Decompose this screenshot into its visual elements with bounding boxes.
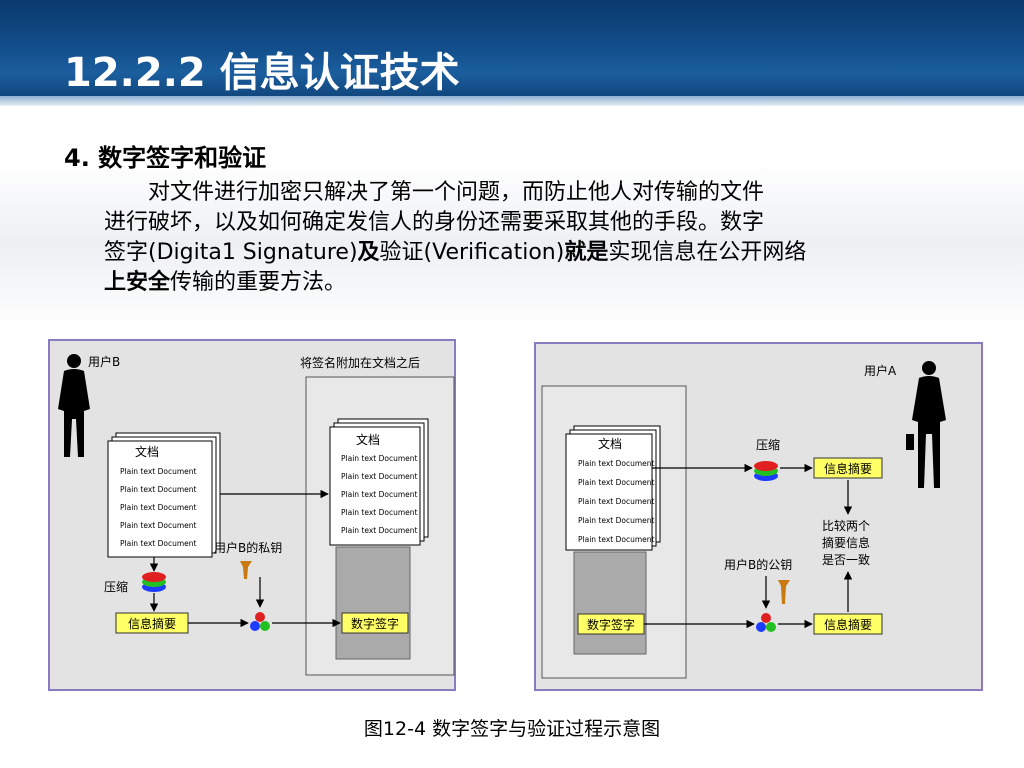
private-key-label: 用户B的私钥	[214, 540, 282, 555]
user-a-label: 用户A	[864, 363, 897, 378]
signing-diagram: 用户B 将签名附加在文档之后 文档 Plain text Document Pl…	[48, 339, 456, 691]
title-bar-shine	[0, 96, 1024, 106]
doc-line: Plain text Document	[120, 539, 197, 548]
doc-line: Plain text Document	[120, 503, 197, 512]
paragraph-line-4: 上安全传输的重要方法。	[104, 270, 347, 295]
digest-label-top: 信息摘要	[824, 461, 872, 476]
digest-label-bottom: 信息摘要	[824, 617, 872, 632]
compress-icon	[754, 461, 778, 481]
public-key-icon	[778, 580, 790, 604]
background-band	[0, 160, 1024, 330]
doc-line: Plain text Document	[578, 516, 655, 525]
doc-line: Plain text Document	[341, 472, 418, 481]
compare-line-1: 比较两个	[822, 518, 870, 533]
paragraph-line-1: 对文件进行加密只解决了第一个问题，而防止他人对传输的文件	[148, 180, 765, 205]
doc-line: Plain text Document	[578, 459, 655, 468]
document-stack-received	[565, 425, 661, 551]
document-stack-source	[107, 432, 221, 558]
doc-line: Plain text Document	[578, 497, 655, 506]
section-heading: 4. 数字签字和验证	[64, 144, 267, 172]
doc-line: Plain text Document	[120, 467, 197, 476]
paragraph-line-2: 进行破坏，以及如何确定发信人的身份还需要采取其他的手段。数字	[104, 210, 765, 235]
slide-title: 12.2.2 信息认证技术	[64, 50, 460, 96]
decrypt-icon	[756, 613, 776, 632]
doc-line: Plain text Document	[341, 454, 418, 463]
doc-line: Plain text Document	[120, 485, 197, 494]
compress-label: 压缩	[756, 437, 780, 452]
doc-line: Plain text Document	[120, 521, 197, 530]
document-title-copy: 文档	[356, 432, 380, 447]
received-signature-area	[573, 551, 647, 655]
title-bar: 12.2.2 信息认证技术	[0, 0, 1024, 106]
compare-line-3: 是否一致	[822, 553, 870, 567]
figure-caption: 图12-4 数字签字与验证过程示意图	[363, 718, 661, 740]
digest-box-bottom	[813, 613, 883, 635]
body-paragraph: 对文件进行加密只解决了第一个问题，而防止他人对传输的文件 进行破坏，以及如何确定…	[104, 178, 964, 298]
document-title-received: 文档	[598, 436, 622, 451]
document-stack-copy	[329, 418, 429, 546]
compress-label: 压缩	[104, 579, 128, 594]
public-key-label: 用户B的公钥	[724, 557, 792, 572]
received-signature-label: 数字签字	[587, 617, 635, 632]
attach-signature-label: 将签名附加在文档之后	[300, 355, 420, 370]
signature-area	[335, 546, 411, 660]
doc-line: Plain text Document	[341, 526, 418, 535]
signature-label: 数字签字	[351, 616, 399, 631]
private-key-icon	[240, 561, 252, 579]
compare-line-2: 摘要信息	[822, 535, 870, 550]
digest-box-top	[813, 457, 883, 479]
paragraph-line-3: 签字(Digita1 Signature)及验证(Verification)就是…	[104, 240, 807, 265]
signature-box	[341, 612, 409, 634]
doc-line: Plain text Document	[578, 478, 655, 487]
user-a-figure-icon	[906, 361, 946, 488]
document-title-source: 文档	[135, 444, 159, 459]
doc-line: Plain text Document	[341, 508, 418, 517]
user-b-figure-icon	[58, 354, 90, 457]
digest-label: 信息摘要	[128, 616, 176, 631]
user-b-label: 用户B	[88, 354, 120, 369]
doc-line: Plain text Document	[341, 490, 418, 499]
doc-line: Plain text Document	[578, 535, 655, 544]
verification-diagram: 文档 Plain text Document Plain text Docume…	[534, 342, 983, 691]
encrypt-icon	[250, 612, 270, 631]
compress-icon	[142, 572, 166, 592]
